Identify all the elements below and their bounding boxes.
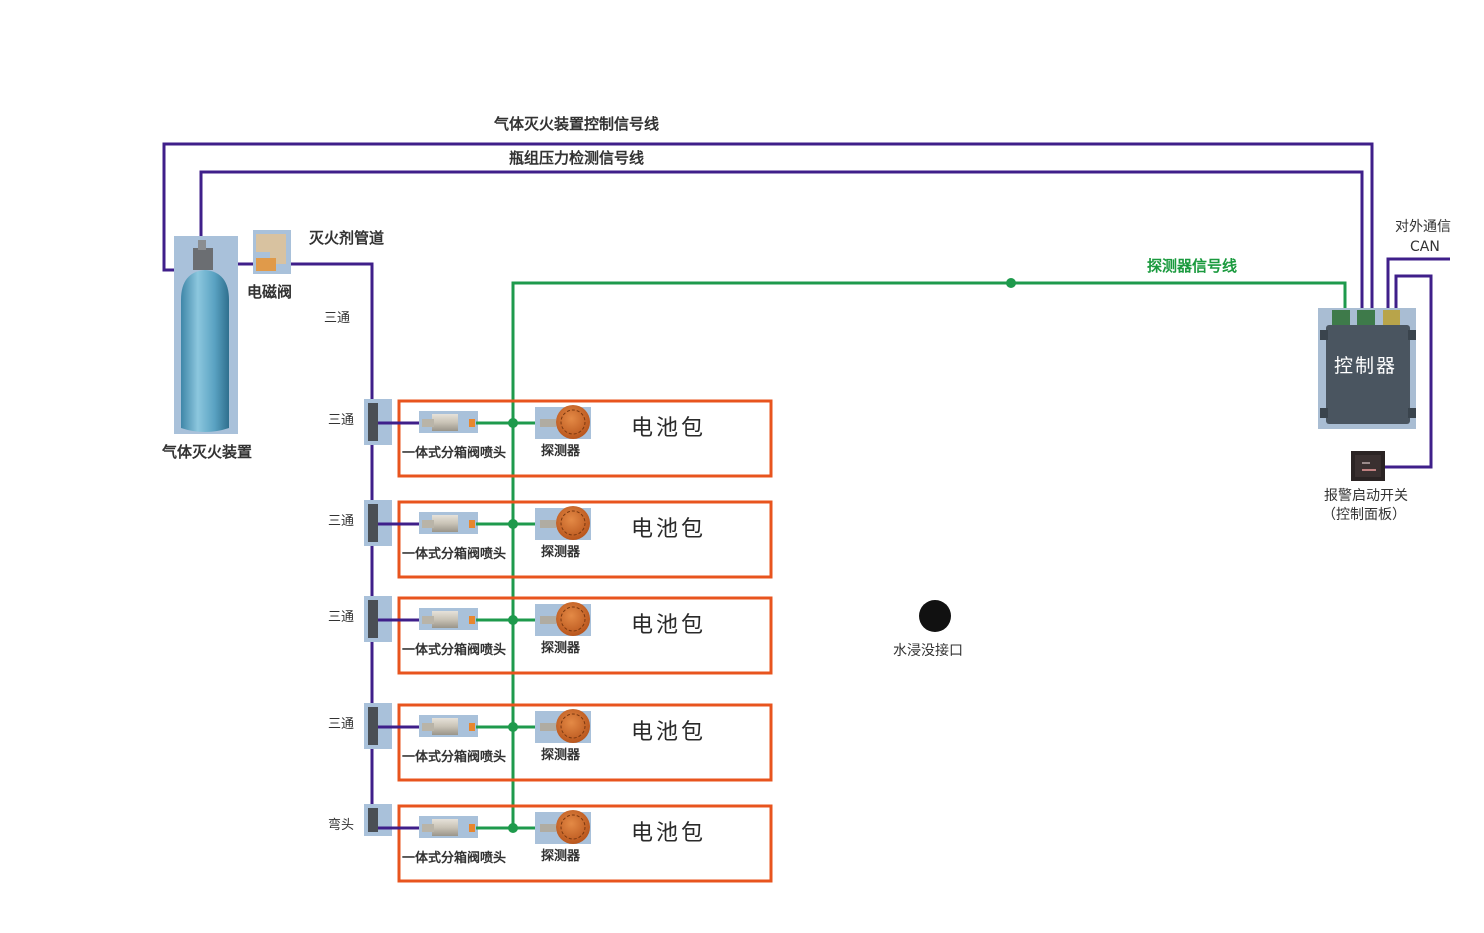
nozzle-inlet <box>422 723 434 731</box>
nozzle-valve <box>432 819 458 836</box>
detector-label: 探测器 <box>541 545 581 560</box>
detector-label: 探测器 <box>541 748 581 763</box>
alarm-switch-label: 报警启动开关 <box>1324 488 1408 504</box>
battery-pack-row <box>364 703 773 782</box>
nozzle-inlet <box>422 824 434 832</box>
battery-pack-label: 电池包 <box>631 517 707 542</box>
solenoid-valve-label: 电磁阀 <box>247 283 293 301</box>
detector-signal-line-label: 探测器信号线 <box>1147 257 1238 275</box>
junction-dot <box>508 519 518 529</box>
pipe-fitting-body <box>368 504 378 542</box>
battery-pack-label: 电池包 <box>631 613 707 638</box>
fitting-label: 弯头 <box>328 818 355 833</box>
battery-pack-group <box>364 399 773 883</box>
nozzle-tip <box>469 520 475 528</box>
detector-stem <box>540 419 556 427</box>
fitting-label: 三通 <box>328 413 355 428</box>
nozzle-tip <box>469 824 475 832</box>
pipe-fitting-body <box>368 808 378 832</box>
detector-label: 探测器 <box>541 641 581 656</box>
cylinder-valve <box>193 248 213 270</box>
battery-pack-box <box>397 399 773 478</box>
fitting-label: 三通 <box>328 717 355 732</box>
controller-label: 控制器 <box>1334 355 1398 377</box>
detector-ring <box>560 713 586 739</box>
detector-ring <box>560 606 586 632</box>
nozzle-tip <box>469 616 475 624</box>
battery-pack-row <box>364 500 773 579</box>
nozzle-valve <box>432 718 458 735</box>
agent-pipe-label: 灭火剂管道 <box>309 229 385 247</box>
detector-stem <box>540 616 556 624</box>
detector-stem <box>540 824 556 832</box>
solenoid-valve <box>253 230 291 274</box>
detector-stem <box>540 723 556 731</box>
can-comm-wire <box>1386 257 1450 310</box>
controller <box>1318 308 1416 429</box>
battery-pack-box <box>397 596 773 675</box>
nozzle-label: 一体式分箱阀喷头 <box>402 547 507 562</box>
nozzle-valve <box>432 611 458 628</box>
junction-dot <box>508 823 518 833</box>
battery-pack-label: 电池包 <box>631 821 707 846</box>
nozzle-inlet <box>422 520 434 528</box>
battery-pack-row <box>364 596 773 675</box>
gas-device-label: 气体灭火装置 <box>162 443 253 461</box>
pressure-signal-wire <box>199 170 1364 310</box>
detector-ring <box>560 510 586 536</box>
battery-pack-label: 电池包 <box>631 720 707 745</box>
junction-dot <box>508 722 518 732</box>
nozzle-label: 一体式分箱阀喷头 <box>402 750 507 765</box>
water-immersion-port-dot <box>919 600 951 632</box>
pipe-fitting-body <box>368 403 378 441</box>
tee-label-top: 三通 <box>324 311 351 326</box>
nozzle-valve <box>432 515 458 532</box>
junction-dot <box>508 615 518 625</box>
nozzle-inlet <box>422 616 434 624</box>
water-immersion-port-label: 水浸没接口 <box>893 643 963 659</box>
pressure-signal-line-label: 瓶组压力检测信号线 <box>509 149 645 167</box>
signal-wires <box>162 142 1450 469</box>
battery-pack-row <box>364 804 773 883</box>
can-label: CAN <box>1410 239 1440 255</box>
detector-ring <box>560 409 586 435</box>
detector-label: 探测器 <box>541 849 581 864</box>
junction-dot <box>508 418 518 428</box>
pipe-fitting-body <box>368 600 378 638</box>
detector-label: 探测器 <box>541 444 581 459</box>
alarm-switch <box>1351 451 1385 481</box>
battery-pack-box <box>397 703 773 782</box>
external-comm-label: 对外通信 <box>1395 219 1451 235</box>
nozzle-label: 一体式分箱阀喷头 <box>402 643 507 658</box>
battery-pack-box <box>397 804 773 883</box>
control-signal-wire <box>162 142 1374 310</box>
gas-cylinder <box>174 236 238 434</box>
battery-pack-box <box>397 500 773 579</box>
control-panel-label: （控制面板） <box>1322 507 1406 523</box>
detector-stem <box>540 520 556 528</box>
nozzle-label: 一体式分箱阀喷头 <box>402 446 507 461</box>
nozzle-tip <box>469 419 475 427</box>
nozzle-valve <box>432 414 458 431</box>
pipe-fitting-body <box>368 707 378 745</box>
detector-signal-wire <box>511 278 1347 830</box>
junction-dot <box>1006 278 1016 288</box>
nozzle-inlet <box>422 419 434 427</box>
fitting-label: 三通 <box>328 514 355 529</box>
nozzle-label: 一体式分箱阀喷头 <box>402 851 507 866</box>
fitting-label: 三通 <box>328 610 355 625</box>
detector-ring <box>560 814 586 840</box>
nozzle-tip <box>469 723 475 731</box>
battery-pack-row <box>364 399 773 478</box>
control-signal-line-label: 气体灭火装置控制信号线 <box>494 115 660 133</box>
battery-pack-label: 电池包 <box>631 416 707 441</box>
alarm-switch-wire <box>1385 274 1433 469</box>
